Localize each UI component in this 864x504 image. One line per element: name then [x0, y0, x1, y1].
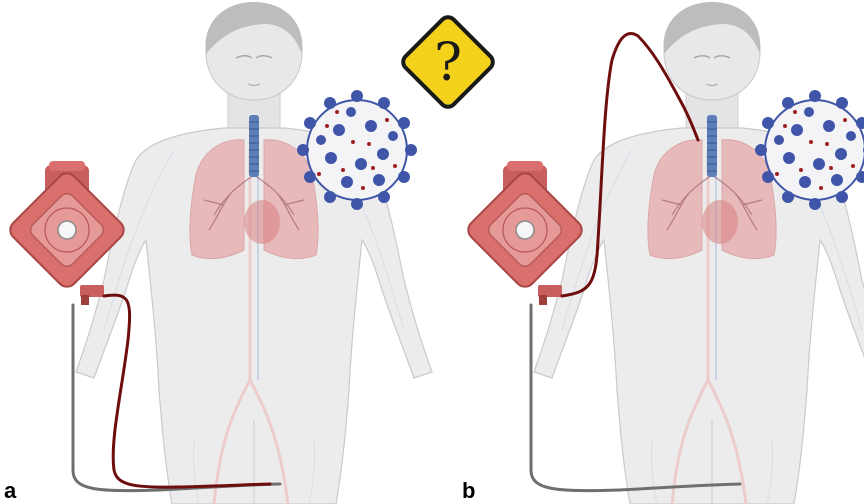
- warning-symbol: ?: [434, 33, 462, 93]
- person-figure: [76, 2, 432, 504]
- person-figure: [534, 2, 864, 504]
- warning-diamond-icon: ?: [400, 14, 496, 110]
- panel-a: [6, 2, 432, 504]
- panel-label-b: b: [462, 480, 475, 502]
- panel-label-a: a: [4, 480, 16, 502]
- panel-b: [464, 2, 864, 504]
